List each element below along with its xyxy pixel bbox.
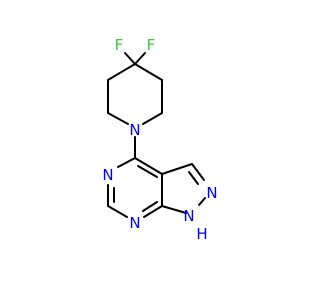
bond-npip-c2l (107, 112, 129, 125)
piperidine-nitrogen-label: N (129, 121, 140, 139)
bond-c3-n2-inner (188, 171, 199, 185)
bond-c2r-npip (142, 112, 163, 125)
pyrazole-nh-nitrogen-label: N (183, 207, 194, 225)
bond-c3l-cf2 (107, 63, 136, 81)
bond-c7a-n7 (143, 205, 163, 218)
bond-c7a-n7-inner (142, 201, 158, 212)
fluorine-label-left: F (115, 36, 124, 54)
bond-c4-c3a (134, 157, 163, 175)
pyrimidine-nitrogen-label-lower: N (129, 214, 140, 232)
bond-c3-n2 (191, 163, 205, 181)
bond-n2-n1 (198, 197, 206, 206)
bond-cf2-f2 (134, 52, 146, 65)
bond-c4-c3a-inner (137, 165, 158, 178)
bond-n5-c4 (117, 157, 136, 168)
pyrazole-hydrogen-label: H (196, 225, 207, 243)
bond-cf2-c3r (134, 63, 163, 81)
fluorine-label-right: F (147, 36, 156, 54)
pyrazole-nitrogen-label: N (206, 184, 217, 202)
bond-cf2-f1 (124, 52, 136, 65)
bond-n1-c7a (161, 205, 187, 214)
molecule-structure: F F N N N N N H (102, 36, 217, 243)
bond-n7-c6 (107, 205, 128, 218)
bond-c3a-c3 (161, 163, 193, 175)
pyrimidine-nitrogen-label-upper: N (102, 166, 113, 184)
